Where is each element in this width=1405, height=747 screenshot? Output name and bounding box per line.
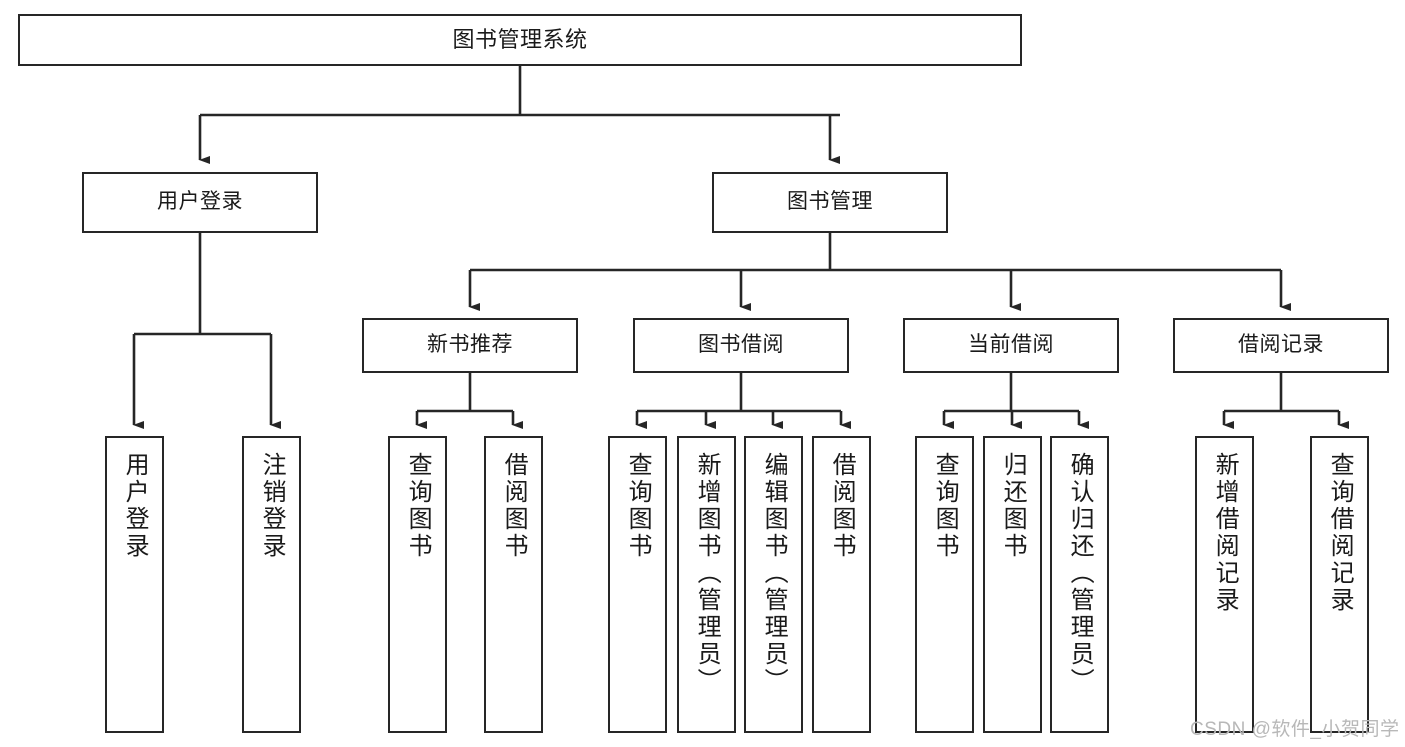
node-leaf-user-login[interactable]: 用户登录 bbox=[105, 436, 164, 733]
node-user-login-label: 用户登录 bbox=[157, 190, 243, 214]
node-root-label: 图书管理系统 bbox=[452, 27, 588, 53]
node-leaf-user-login-label: 用户登录 bbox=[121, 452, 149, 560]
node-leaf-user-logout-label: 注销登录 bbox=[258, 452, 286, 560]
node-book-borrow-label: 图书借阅 bbox=[698, 333, 784, 357]
node-current-borrow-label: 当前借阅 bbox=[968, 333, 1054, 357]
node-current-borrow[interactable]: 当前借阅 bbox=[903, 318, 1119, 373]
node-new-book-recommend[interactable]: 新书推荐 bbox=[362, 318, 578, 373]
node-leaf-query-book-3-label: 查询图书 bbox=[931, 452, 959, 560]
node-leaf-return-book[interactable]: 归还图书 bbox=[983, 436, 1042, 733]
node-book-manage[interactable]: 图书管理 bbox=[712, 172, 948, 233]
node-leaf-borrow-book-2[interactable]: 借阅图书 bbox=[812, 436, 871, 733]
node-user-login[interactable]: 用户登录 bbox=[82, 172, 318, 233]
node-borrow-record-label: 借阅记录 bbox=[1238, 333, 1324, 357]
node-leaf-query-record[interactable]: 查询借阅记录 bbox=[1310, 436, 1369, 733]
node-leaf-query-book-1[interactable]: 查询图书 bbox=[388, 436, 447, 733]
node-leaf-borrow-book-2-label: 借阅图书 bbox=[828, 452, 856, 560]
node-leaf-query-book-2[interactable]: 查询图书 bbox=[608, 436, 667, 733]
node-leaf-query-record-label: 查询借阅记录 bbox=[1326, 452, 1354, 614]
node-leaf-borrow-book-1[interactable]: 借阅图书 bbox=[484, 436, 543, 733]
node-leaf-add-book[interactable]: 新增图书（管理员） bbox=[677, 436, 736, 733]
node-leaf-add-record-label: 新增借阅记录 bbox=[1211, 452, 1239, 614]
node-leaf-query-book-1-label: 查询图书 bbox=[404, 452, 432, 560]
node-leaf-confirm-return-label: 确认归还（管理员） bbox=[1066, 452, 1094, 695]
node-leaf-edit-book-label: 编辑图书（管理员） bbox=[760, 452, 788, 695]
node-leaf-user-logout[interactable]: 注销登录 bbox=[242, 436, 301, 733]
node-leaf-confirm-return[interactable]: 确认归还（管理员） bbox=[1050, 436, 1109, 733]
node-borrow-record[interactable]: 借阅记录 bbox=[1173, 318, 1389, 373]
node-leaf-query-book-2-label: 查询图书 bbox=[624, 452, 652, 560]
node-leaf-edit-book[interactable]: 编辑图书（管理员） bbox=[744, 436, 803, 733]
csdn-watermark: CSDN @软件_小贺同学 bbox=[1190, 719, 1400, 740]
node-leaf-borrow-book-1-label: 借阅图书 bbox=[500, 452, 528, 560]
node-leaf-return-book-label: 归还图书 bbox=[999, 452, 1027, 560]
node-leaf-query-book-3[interactable]: 查询图书 bbox=[915, 436, 974, 733]
node-leaf-add-record[interactable]: 新增借阅记录 bbox=[1195, 436, 1254, 733]
node-root[interactable]: 图书管理系统 bbox=[18, 14, 1022, 66]
node-book-borrow[interactable]: 图书借阅 bbox=[633, 318, 849, 373]
node-book-manage-label: 图书管理 bbox=[787, 190, 873, 214]
node-new-book-recommend-label: 新书推荐 bbox=[427, 333, 513, 357]
node-leaf-add-book-label: 新增图书（管理员） bbox=[693, 452, 721, 695]
